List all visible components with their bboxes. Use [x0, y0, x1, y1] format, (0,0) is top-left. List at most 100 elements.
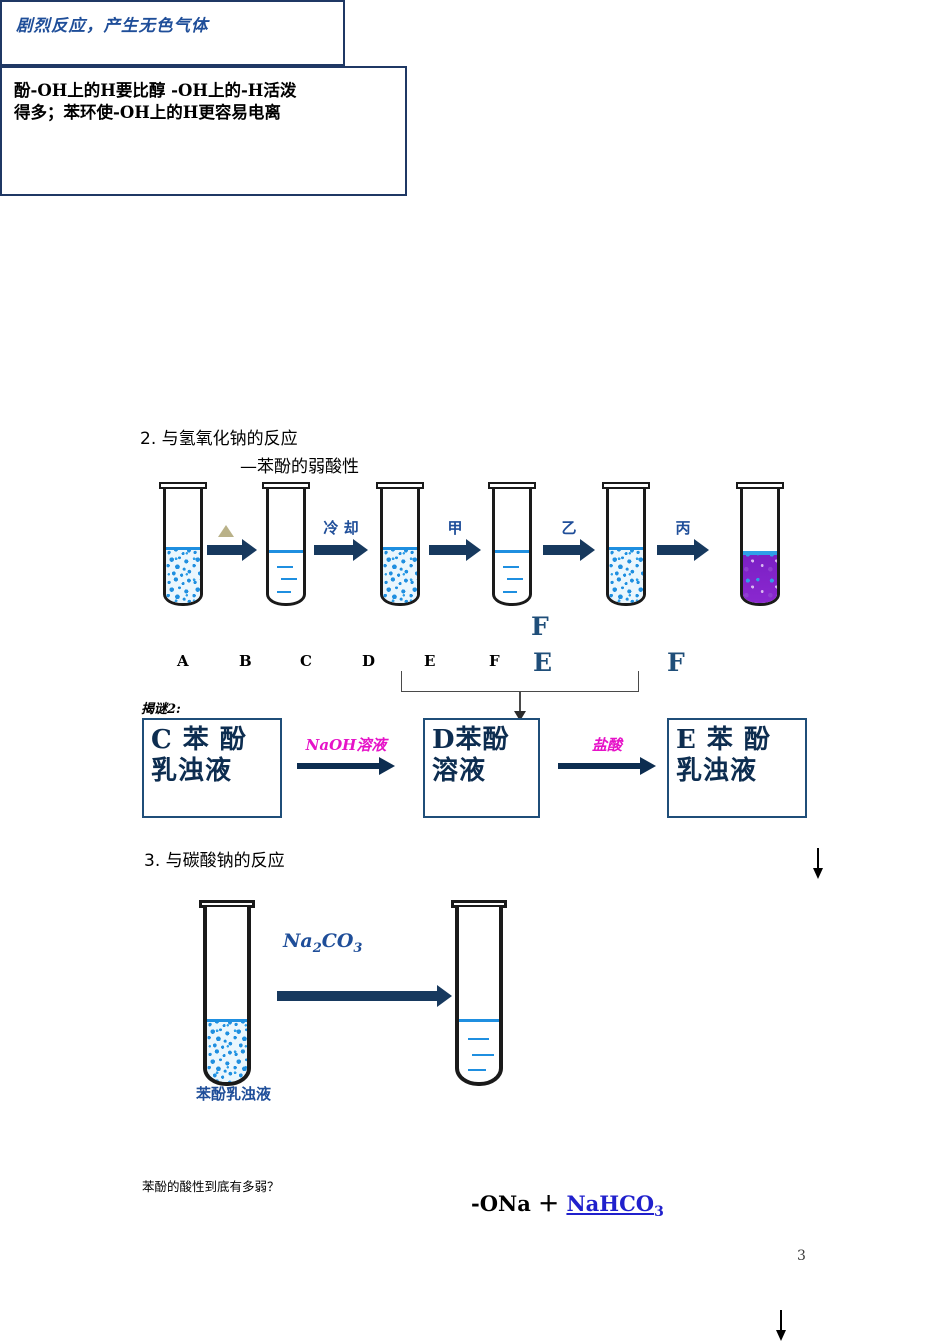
test-tube-c	[376, 482, 424, 606]
reaction-arrow-cooling: 冷 却	[314, 519, 368, 561]
arrow-shaft	[429, 545, 467, 555]
liquid-surface-line	[459, 1019, 499, 1022]
reagent-sub-2: 3	[353, 940, 363, 956]
flow-arrow-hcl: 盐酸	[558, 736, 656, 775]
liquid-dash	[472, 1054, 494, 1056]
tube-rim	[451, 900, 507, 908]
flow-box-1-line-2: 乳浊液	[151, 755, 233, 786]
liquid-dash	[468, 1038, 489, 1040]
tube-caption-phenol-emulsion: 苯酚乳浊液	[196, 1085, 272, 1103]
tube-rim	[262, 482, 310, 489]
arrow-shaft	[297, 763, 379, 769]
tube-body	[455, 907, 503, 1086]
pointer-line	[519, 692, 521, 713]
arrow-shaft	[657, 545, 695, 555]
heating-delta-icon	[218, 525, 234, 537]
pointer-arrow-head	[514, 711, 526, 721]
tube-body	[163, 489, 203, 606]
liquid-dash	[507, 578, 523, 580]
flow-box-c-phenol-emulsion: C 苯 酚 乳浊液	[142, 718, 282, 818]
reaction-arrow-jia: 甲	[429, 519, 481, 561]
arrow-head	[640, 757, 656, 775]
arrow-label-jia: 甲	[447, 519, 463, 537]
reagent-mid: CO	[321, 930, 354, 952]
test-tube-d	[488, 482, 536, 606]
callout-2-line-1: 酚-OH上的H要比醇 -OH上的-H活泼	[14, 81, 297, 100]
flow-arrow-label-hcl: 盐酸	[591, 736, 623, 754]
formula-link-text: NaHCO	[566, 1191, 655, 1216]
formula-left-part: -ONa ＋	[471, 1191, 567, 1216]
footer-question: 苯酚的酸性到底有多弱？	[142, 1179, 280, 1194]
test-tube-clear-result	[451, 900, 507, 1086]
tube-body	[606, 489, 646, 606]
flow-box-3-line-2: 乳浊液	[676, 755, 758, 786]
arrow-head	[437, 985, 452, 1007]
turbid-emulsion-fill	[609, 547, 643, 603]
liquid-dash	[503, 591, 517, 593]
formula-link-sub: 3	[654, 1204, 664, 1221]
clear-solution-fill	[459, 1019, 499, 1082]
arrow-head	[242, 539, 257, 561]
tube-rim	[488, 482, 536, 489]
flow-arrow-naoh: NaOH溶液	[297, 736, 395, 775]
tube-label-d: D	[362, 652, 376, 670]
footer-formula: -ONa ＋ NaHCO3	[471, 1188, 664, 1220]
liquid-dash	[277, 566, 293, 568]
liquid-surface-line	[495, 550, 529, 553]
purple-complex-fill	[743, 551, 777, 603]
turbid-emulsion-fill	[166, 547, 200, 603]
formula-link-nahco3[interactable]: NaHCO3	[566, 1191, 663, 1220]
arrow-head	[353, 539, 368, 561]
tube-rim	[736, 482, 784, 489]
tube-body	[203, 907, 251, 1086]
grouping-bracket	[401, 671, 639, 692]
arrow-shaft	[314, 545, 354, 555]
flow-box-3-line-1: E 苯 酚	[676, 725, 771, 755]
flow-box-1-line-1: C 苯 酚	[151, 725, 247, 755]
flow-box-2-line-1: D苯酚	[432, 725, 510, 755]
arrow-label-yi: 乙	[561, 519, 577, 537]
tube-label-b: B	[239, 652, 252, 670]
tube-body	[380, 489, 420, 606]
arrow-shaft	[543, 545, 581, 555]
callout-box-vigorous-reaction: 剧烈反应，产生无色气体	[0, 0, 345, 66]
arrow-head	[580, 539, 595, 561]
tube-label-f: F	[489, 652, 500, 670]
flow-box-d-phenol-solution: D苯酚 溶液	[423, 718, 540, 818]
tube-body	[266, 489, 306, 606]
tube-label-blue-f-top: F	[531, 612, 549, 641]
test-tube-f	[736, 482, 784, 606]
reagent-sub-1: 2	[312, 940, 322, 956]
arrow-head	[379, 757, 395, 775]
flow-box-2-line-2: 溶液	[432, 755, 487, 786]
arrow-label-cooling: 冷 却	[323, 519, 359, 537]
arrow-head	[813, 868, 823, 879]
turbid-emulsion-fill	[383, 547, 417, 603]
arrow-head	[776, 1330, 786, 1341]
reaction-arrow-1	[207, 539, 257, 561]
flow-box-e-phenol-emulsion: E 苯 酚 乳浊液	[667, 718, 807, 818]
turbid-emulsion-fill	[207, 1019, 247, 1082]
section-3-heading: 3. 与碳酸钠的反应	[144, 851, 285, 871]
liquid-dash	[281, 578, 297, 580]
page-number: 3	[797, 1248, 806, 1264]
arrow-line	[817, 848, 819, 870]
arrow-label-bing: 丙	[675, 519, 691, 537]
liquid-surface-line	[269, 550, 303, 553]
tube-label-e: E	[424, 652, 436, 670]
tube-rim	[376, 482, 424, 489]
tube-label-blue-e: E	[533, 648, 553, 677]
riddle-label: 揭谜2:	[141, 702, 181, 717]
reagent-label-sodium-carbonate: Na2CO3	[283, 930, 362, 956]
arrow-shaft	[207, 545, 243, 555]
arrow-shaft	[277, 991, 437, 1001]
tube-label-a: A	[177, 652, 189, 670]
test-tube-b	[262, 482, 310, 606]
arrow-head	[694, 539, 709, 561]
section-2-heading: 2. 与氢氧化钠的反应	[140, 429, 298, 449]
tube-body	[740, 489, 780, 606]
test-tube-a	[159, 482, 207, 606]
tube-rim	[199, 900, 255, 908]
tube-label-blue-f: F	[667, 648, 685, 677]
tube-rim	[602, 482, 650, 489]
